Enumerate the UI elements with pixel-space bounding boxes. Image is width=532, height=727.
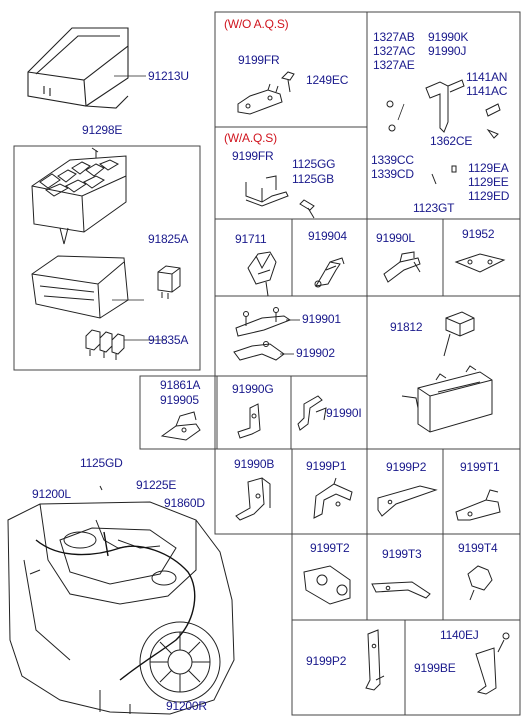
junction-box [31,147,127,245]
label-91990l: 91990L [376,231,415,245]
junction-box-lower [31,255,144,319]
label-1140ej: 1140EJ [440,628,479,642]
bracket-9199p2-b [365,629,385,691]
label-9199p1: 9199P1 [306,459,347,473]
bracket-9199p2-a [377,485,438,517]
bracket-9199fr-b [245,175,315,219]
label-919904: 919904 [308,229,347,243]
label-1327ab: 1327AB [373,30,415,44]
bracket-9199t4 [467,565,493,601]
pad-91952 [454,253,506,273]
bracket-91990g [237,403,261,439]
fuse-box-cover [27,27,146,109]
label-91990i: 91990I [326,406,362,420]
label-1339cd: 1339CD [371,167,414,181]
label-1249ec: 1249EC [306,73,349,87]
bracket-9199p1 [313,477,353,519]
bracket-91990k [386,79,501,185]
bracket-9199t3 [371,581,431,599]
label-91860d: 91860D [164,496,205,510]
label-91213u: 91213U [148,69,189,83]
label-1141ac: 1141AC [466,84,508,98]
label-91200r: 91200R [166,699,207,713]
label-1129ee: 1129EE [468,175,509,189]
grommet [247,251,277,297]
note-with-aqs: (W/A.Q.S) [224,131,277,145]
label-91825a: 91825A [148,232,189,246]
label-1129ea: 1129EA [468,161,509,175]
label-9199t4: 9199T4 [458,541,498,555]
label-1141an: 1141AN [466,70,508,84]
fuses [85,329,166,360]
bracket-919902 [233,341,294,361]
clip-91861a [160,411,201,441]
label-91298e: 91298E [82,123,123,137]
bracket-91990l [383,251,421,283]
label-91952: 91952 [462,227,495,241]
bracket-9199fr-a [237,71,295,115]
label-9199fr-b: 9199FR [232,149,274,163]
label-1125gb: 1125GB [292,172,334,186]
label-91835a: 91835A [148,333,189,347]
label-1125gd: 1125GD [80,456,123,470]
label-919901: 919901 [302,312,341,326]
bracket-9199t2 [303,565,351,605]
bracket-91990i [297,395,327,431]
relay [157,265,181,299]
label-1123gt: 1123GT [413,201,455,215]
label-1327ac: 1327AC [373,44,416,58]
clip-919904 [314,257,345,288]
label-91861a: 91861A [160,378,201,392]
label-1327ae: 1327AE [373,58,415,72]
bracket-919901 [235,307,300,337]
note-without-aqs: (W/O A.Q.S) [224,17,289,31]
label-91990g: 91990G [232,382,274,396]
label-1125gg: 1125GG [292,157,336,171]
car-rear-illustration [7,485,235,715]
car-wiring [35,531,196,681]
label-91990j: 91990J [428,44,467,58]
label-91711: 91711 [235,232,267,246]
panel-borders [13,11,521,716]
label-919902: 919902 [296,346,335,360]
label-91990b: 91990B [234,457,275,471]
bracket-9199t1 [455,489,501,521]
label-91200l: 91200L [32,487,71,501]
label-1129ed: 1129ED [468,189,510,203]
label-919905: 919905 [160,393,199,407]
label-9199fr-a: 9199FR [238,53,280,67]
label-9199be: 9199BE [414,661,456,675]
label-91225e: 91225E [136,478,177,492]
bracket-9199be [475,632,510,695]
label-9199t1: 9199T1 [460,460,500,474]
label-1339cc: 1339CC [371,153,414,167]
label-91812: 91812 [390,320,423,334]
label-91990k: 91990K [428,30,469,44]
label-9199p2-a: 9199P2 [386,460,427,474]
label-9199t2: 9199T2 [310,541,350,555]
label-9199p2-b: 9199P2 [306,654,347,668]
label-9199t3: 9199T3 [382,547,422,561]
label-1362ce: 1362CE [430,134,473,148]
bracket-91990b [235,477,271,521]
battery [401,311,493,433]
